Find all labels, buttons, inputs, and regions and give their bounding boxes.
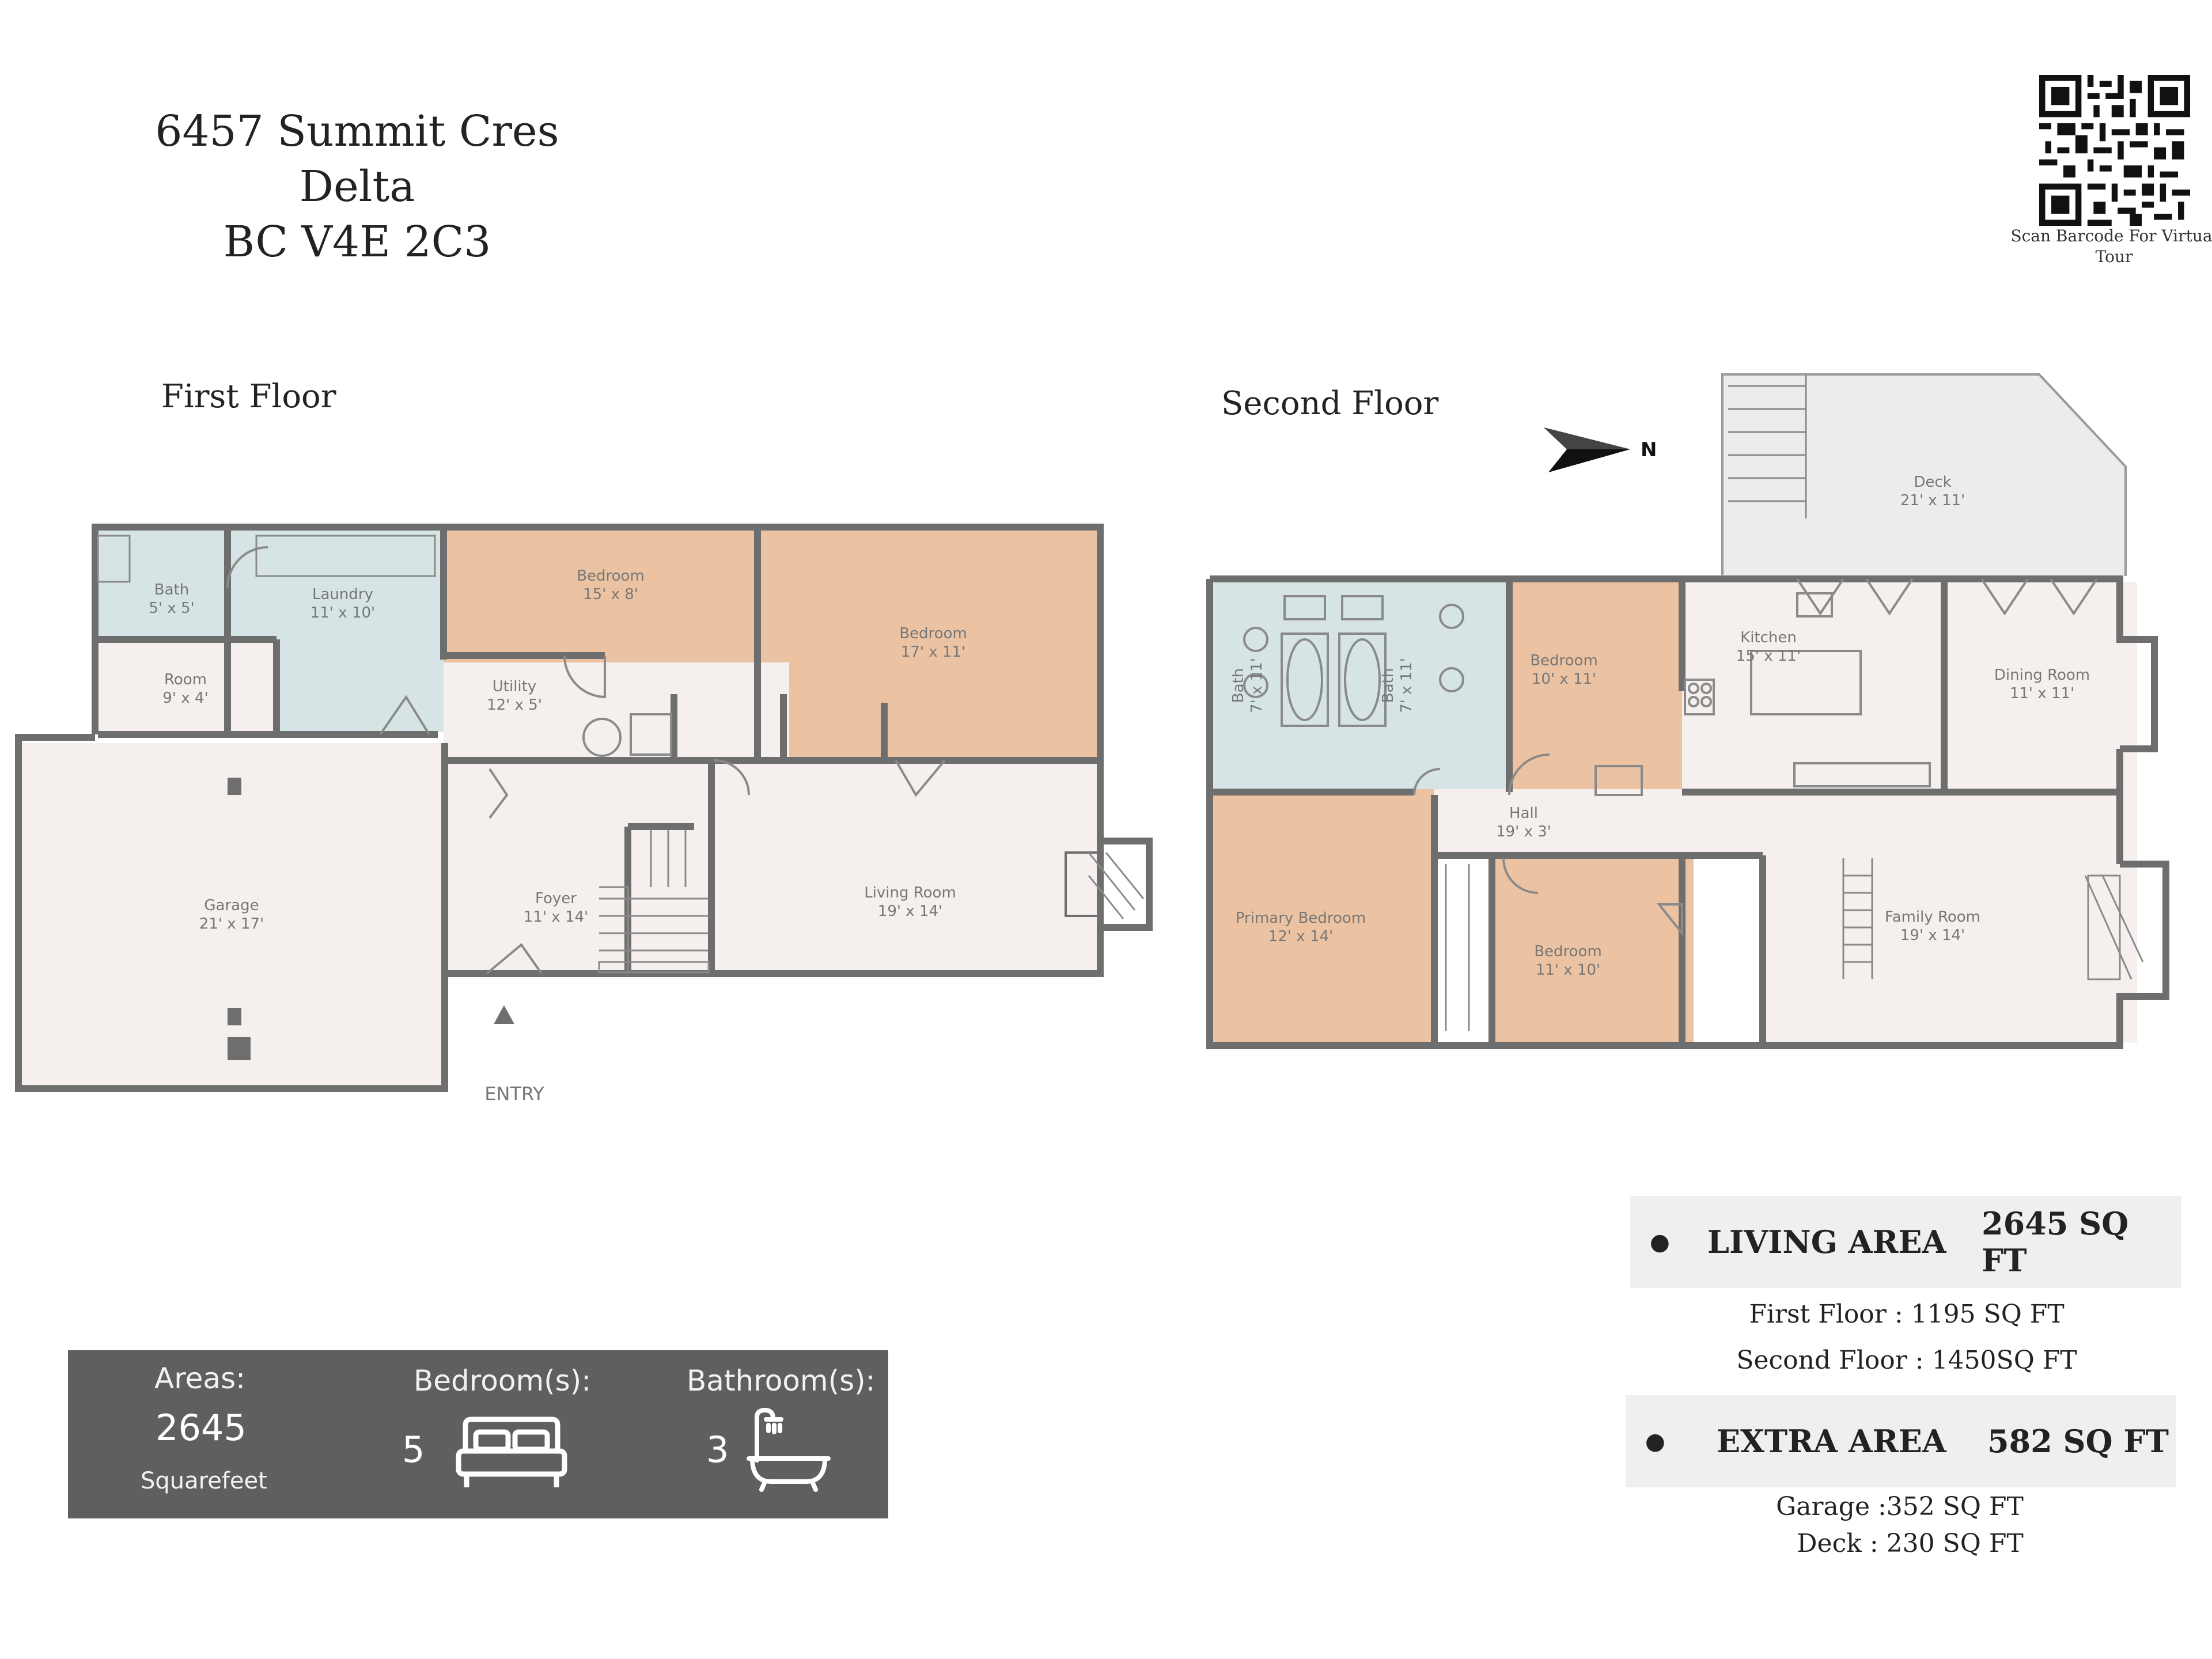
bullet-icon: ● xyxy=(1645,1427,1665,1455)
second-floor-room-labels: Deck 21' x 11' Bath 7' x 11' Bath 7' x 1… xyxy=(1230,474,2090,979)
garage-area: Garage :352 SQ FT xyxy=(1776,1492,2024,1521)
room-name: Bath xyxy=(1230,668,1247,703)
room-dims: 11' x 10' xyxy=(310,604,375,622)
room-name: Kitchen xyxy=(1740,629,1797,646)
room-name: Bath xyxy=(1380,668,1397,703)
room-dims: 7' x 11' xyxy=(1398,658,1415,713)
room-name: Family Room xyxy=(1885,908,1980,926)
room-dims: 19' x 14' xyxy=(1900,927,1965,944)
room-name: Bedroom xyxy=(899,625,967,642)
property-summary-box: Areas: 2645 Squarefeet Bedroom(s): 5 Bat… xyxy=(68,1350,888,1518)
second-floor-area: Second Floor : 1450SQ FT xyxy=(1736,1346,2077,1375)
bullet-icon: ● xyxy=(1650,1228,1670,1256)
address-line-1: 6457 Summit Cres Delta xyxy=(155,107,559,211)
entry-arrow-icon xyxy=(494,1005,514,1024)
room-dims: 10' x 11' xyxy=(1532,671,1596,688)
room-name: Bedroom xyxy=(1534,943,1602,960)
extra-area-label: EXTRA AREA xyxy=(1717,1423,1946,1460)
living-area-bar: ● LIVING AREA 2645 SQ FT xyxy=(1630,1196,2181,1288)
room-name: Bath xyxy=(154,581,189,599)
areas-unit: Squarefeet xyxy=(141,1468,267,1494)
room-name: Utility xyxy=(493,678,536,695)
bathtub-icon xyxy=(747,1408,831,1492)
room-dims: 11' x 14' xyxy=(524,908,588,926)
room-dims: 11' x 10' xyxy=(1536,961,1600,979)
room-dims: 19' x 3' xyxy=(1496,823,1551,840)
first-floor-area: First Floor : 1195 SQ FT xyxy=(1749,1300,2065,1329)
bedrooms-value: 5 xyxy=(402,1429,425,1471)
address-block: 6457 Summit Cres Delta BC V4E 2C3 xyxy=(92,104,622,270)
room-name: Garage xyxy=(204,897,259,914)
room-name: Room xyxy=(164,671,207,688)
room-dims: 12' x 14' xyxy=(1268,928,1333,945)
room-name: Dining Room xyxy=(1994,666,2090,684)
bathrooms-label: Bathroom(s): xyxy=(687,1364,876,1397)
room-dims: 5' x 5' xyxy=(149,600,194,617)
room-name: Foyer xyxy=(535,890,577,907)
room-name: Laundry xyxy=(312,586,373,603)
room-dims: 12' x 5' xyxy=(487,696,542,714)
deck-area: Deck : 230 SQ FT xyxy=(1797,1529,2024,1558)
second-floor-walls xyxy=(1206,575,2169,1049)
room-dims: 15' x 8' xyxy=(583,586,638,603)
second-floor-plan: Deck 21' x 11' Bath 7' x 11' Bath 7' x 1… xyxy=(1206,373,2169,1049)
qr-code-icon[interactable] xyxy=(2039,75,2190,226)
bathrooms-value: 3 xyxy=(706,1429,729,1471)
first-floor-room-fills xyxy=(18,530,1149,1089)
room-name: Hall xyxy=(1509,805,1538,822)
room-dims: 15' x 11' xyxy=(1736,647,1801,665)
room-dims: 11' x 11' xyxy=(2010,685,2074,702)
room-dims: 21' x 17' xyxy=(199,915,264,933)
room-dims: 19' x 14' xyxy=(878,903,942,920)
first-floor-fixtures xyxy=(97,535,1145,1060)
second-floor-room-fills xyxy=(1210,374,2137,1043)
qr-caption: Scan Barcode For Virtual Tour xyxy=(2010,226,2212,266)
room-dims: 21' x 11' xyxy=(1900,492,1965,509)
room-name: Primary Bedroom xyxy=(1236,910,1366,927)
room-name: Living Room xyxy=(864,884,956,902)
room-name: Bedroom xyxy=(1530,652,1598,669)
areas-value: 2645 xyxy=(156,1407,247,1449)
north-arrow-icon: N xyxy=(1544,427,1657,472)
extra-area-value: 582 SQ FT xyxy=(1987,1423,2169,1460)
room-name: Deck xyxy=(1914,474,1951,491)
living-area-label: LIVING AREA xyxy=(1707,1224,1946,1260)
room-dims: 17' x 11' xyxy=(901,643,965,661)
entry-label: ENTRY xyxy=(484,1083,544,1105)
areas-label: Areas: xyxy=(154,1362,245,1395)
second-floor-fixtures xyxy=(1243,373,2144,1031)
north-label: N xyxy=(1641,438,1657,461)
room-dims: 9' x 4' xyxy=(162,690,208,707)
bedrooms-label: Bedroom(s): xyxy=(414,1364,592,1397)
room-name: Bedroom xyxy=(577,567,645,585)
bed-icon xyxy=(456,1416,567,1487)
second-floor-title: Second Floor xyxy=(1221,385,1439,422)
address-line-2: BC V4E 2C3 xyxy=(223,217,491,267)
first-floor-walls xyxy=(15,524,1153,1092)
room-dims: 7' x 11' xyxy=(1248,658,1266,713)
extra-area-bar: ● EXTRA AREA 582 SQ FT xyxy=(1626,1395,2176,1487)
first-floor-plan: Bath 5' x 5' Laundry 11' x 10' Bedroom 1… xyxy=(15,524,1153,1105)
first-floor-room-labels: Bath 5' x 5' Laundry 11' x 10' Bedroom 1… xyxy=(149,567,967,933)
first-floor-title: First Floor xyxy=(161,378,336,415)
living-area-value: 2645 SQ FT xyxy=(1982,1205,2129,1279)
